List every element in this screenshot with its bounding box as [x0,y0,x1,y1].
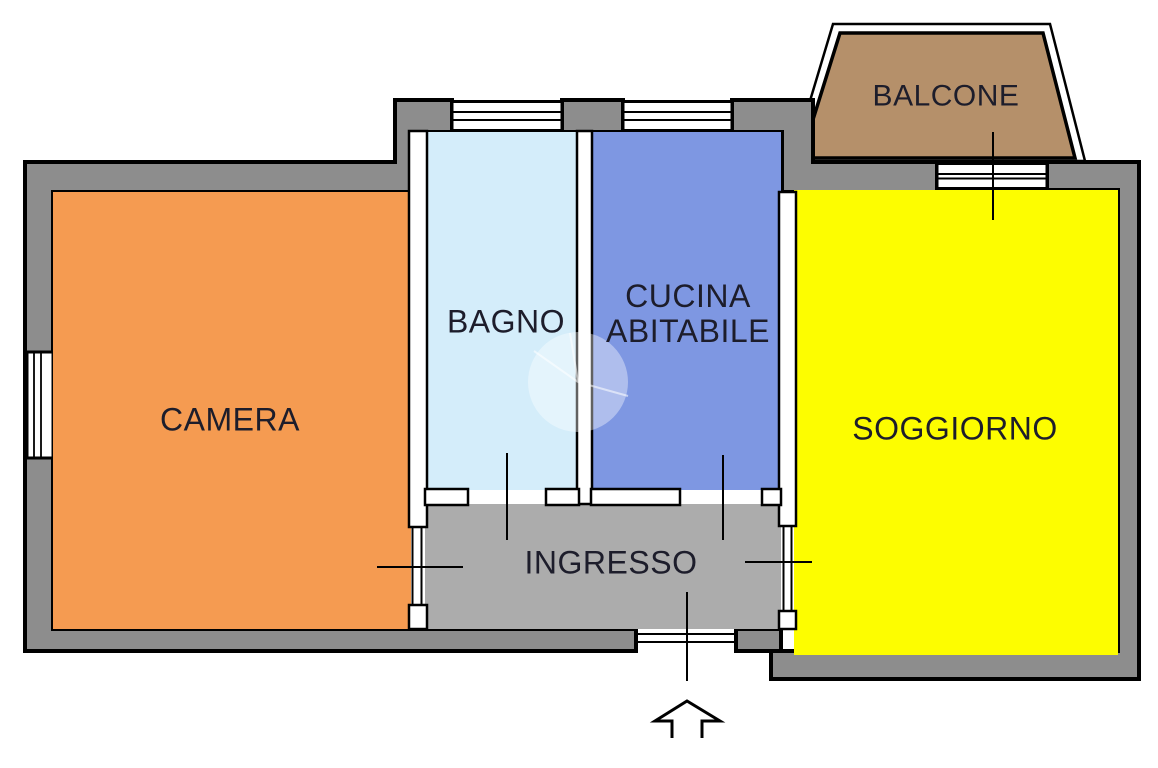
room-label-camera: CAMERA [160,401,300,438]
entrance-arrow-icon [649,699,726,738]
wall-ingresso-top-seg3 [589,487,682,507]
wall-ingresso-top-seg2 [544,487,581,507]
wall-center-pier [560,98,625,134]
room-soggiorno [794,190,1118,655]
window-camera-left [25,350,55,460]
room-ingresso [425,504,781,629]
room-label-ingresso: INGRESSO [524,544,698,581]
wall-bagno-cucina [575,129,594,506]
room-label-soggiorno: SOGGIORNO [852,410,1058,447]
interior-walls [407,129,798,631]
room-label-cucina-line2: ABITABILE [606,313,770,349]
room-label-cucina: CUCINA ABITABILE [606,279,770,349]
wall-camera-bagno [407,129,429,529]
room-label-cucina-line1: CUCINA [625,278,751,314]
room-bagno [426,132,578,490]
door-markers [377,132,994,681]
window-cucina-top [621,100,734,132]
room-label-bagno: BAGNO [446,303,566,340]
wall-soggiorno-door-stub [777,609,798,631]
wall-soggiorno-upper [777,190,798,528]
watermark [528,332,629,432]
room-cucina [592,132,781,490]
wall-entry-block [734,627,783,653]
window-bagno-top [450,100,564,132]
windows [25,100,1049,460]
room-floors [53,132,1118,655]
room-camera [53,192,411,629]
room-label-balcone: BALCONE [872,79,1020,113]
wall-camera-door-stub [407,603,429,631]
wall-ingresso-top-seg4 [760,487,783,507]
wall-ingresso-top-seg1 [423,487,470,507]
